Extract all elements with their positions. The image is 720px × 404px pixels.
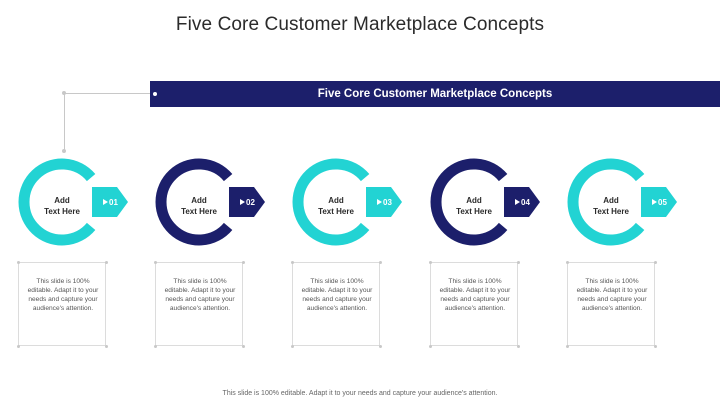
banner-bullet-icon [153, 92, 157, 96]
corner-dot-top-right [517, 261, 520, 264]
connector-line-vertical [64, 93, 65, 151]
ring-arc [567, 158, 645, 246]
ring-arc [18, 158, 96, 246]
description-text: This slide is 100% editable. Adapt it to… [576, 278, 648, 312]
connector-dot-bottom [62, 149, 66, 153]
corner-dot-top-left [17, 261, 20, 264]
play-icon [652, 199, 657, 205]
description-box: This slide is 100% editable. Adapt it to… [17, 261, 108, 348]
corner-dot-top-right [379, 261, 382, 264]
ring-icon [18, 158, 128, 246]
description-box: This slide is 100% editable. Adapt it to… [429, 261, 520, 348]
corner-dot-top-left [291, 261, 294, 264]
description-box: This slide is 100% editable. Adapt it to… [566, 261, 657, 348]
corner-dot-bottom-left [566, 345, 569, 348]
arrow-tab-shape [229, 187, 265, 217]
corner-dot-bottom-right [379, 345, 382, 348]
play-icon [515, 199, 520, 205]
step-number: 04 [521, 198, 530, 207]
step-number: 02 [246, 198, 255, 207]
corner-dot-top-right [654, 261, 657, 264]
corner-dot-top-left [566, 261, 569, 264]
step-number: 03 [383, 198, 392, 207]
corner-dot-bottom-left [429, 345, 432, 348]
footer-note: This slide is 100% editable. Adapt it to… [222, 390, 498, 397]
connector-line-horizontal [64, 93, 150, 94]
corner-dot-bottom-left [17, 345, 20, 348]
ring-icon [292, 158, 402, 246]
corner-dot-bottom-right [517, 345, 520, 348]
description-box: This slide is 100% editable. Adapt it to… [291, 261, 382, 348]
arrow-tab-shape [366, 187, 402, 217]
ring-icon [155, 158, 265, 246]
corner-dot-bottom-left [291, 345, 294, 348]
banner-text: Five Core Customer Marketplace Concepts [317, 88, 553, 100]
description-text: This slide is 100% editable. Adapt it to… [301, 278, 373, 312]
play-icon [103, 199, 108, 205]
ring-arc [430, 158, 508, 246]
ring-arc [292, 158, 370, 246]
corner-dot-top-right [105, 261, 108, 264]
corner-dot-bottom-right [242, 345, 245, 348]
corner-dot-bottom-right [105, 345, 108, 348]
page-title: Five Core Customer Marketplace Concepts [175, 14, 545, 35]
description-text: This slide is 100% editable. Adapt it to… [164, 278, 236, 312]
ring-icon [567, 158, 677, 246]
arrow-tab-shape [641, 187, 677, 217]
arrow-tab-shape [504, 187, 540, 217]
connector-dot-top [62, 91, 66, 95]
arrow-tab-shape [92, 187, 128, 217]
banner: Five Core Customer Marketplace Concepts [150, 81, 720, 107]
description-box: This slide is 100% editable. Adapt it to… [154, 261, 245, 348]
description-text: This slide is 100% editable. Adapt it to… [439, 278, 511, 312]
play-icon [377, 199, 382, 205]
corner-dot-top-right [242, 261, 245, 264]
step-number: 01 [109, 198, 118, 207]
description-text: This slide is 100% editable. Adapt it to… [27, 278, 99, 312]
corner-dot-top-left [154, 261, 157, 264]
corner-dot-top-left [429, 261, 432, 264]
corner-dot-bottom-right [654, 345, 657, 348]
ring-arc [155, 158, 233, 246]
corner-dot-bottom-left [154, 345, 157, 348]
step-number: 05 [658, 198, 667, 207]
ring-icon [430, 158, 540, 246]
play-icon [240, 199, 245, 205]
